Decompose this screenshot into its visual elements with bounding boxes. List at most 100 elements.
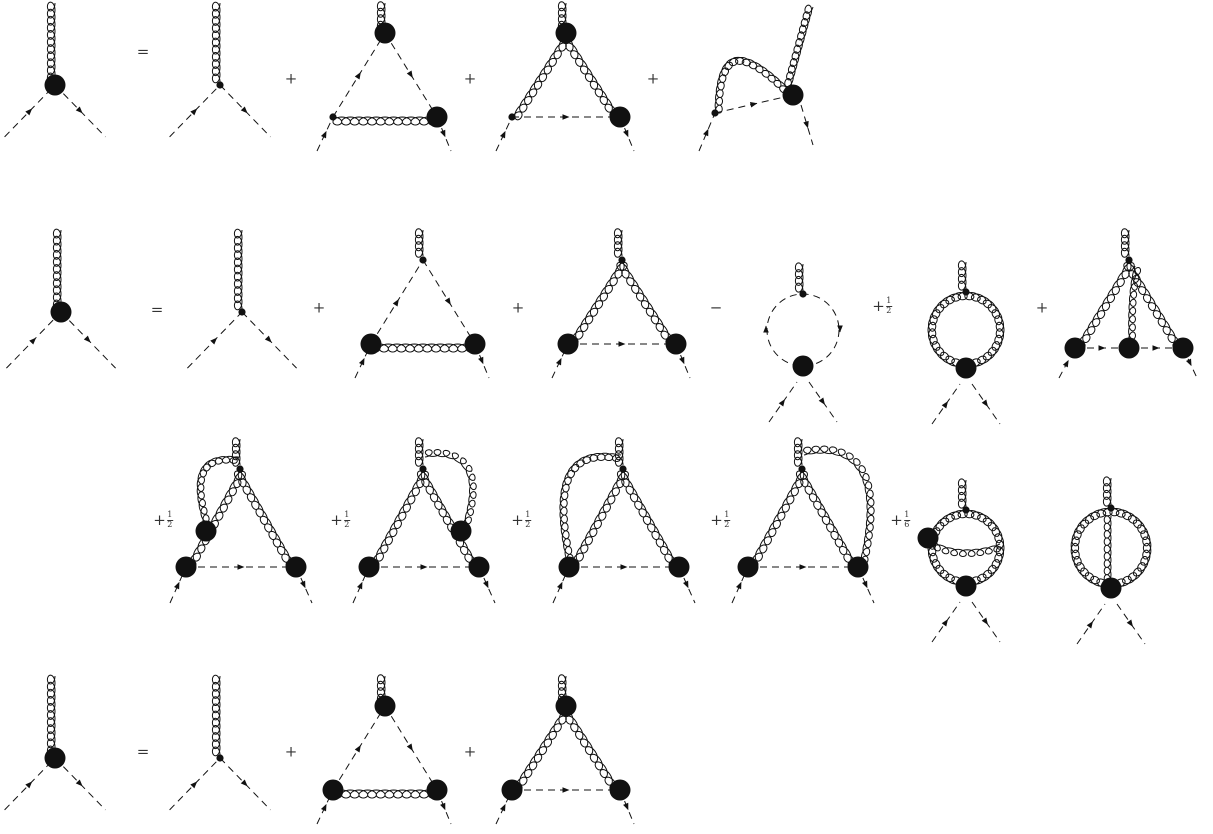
ghost-arrow <box>1153 345 1160 351</box>
coefficient: +12 <box>153 511 173 529</box>
bare-vertex-dot <box>216 754 223 761</box>
gluon-propagator <box>415 229 423 258</box>
dressed-vertex-blob <box>666 334 687 355</box>
gluon-propagator <box>617 260 676 347</box>
ghost-arrow <box>321 804 327 812</box>
ghost-arrow <box>500 131 506 139</box>
fraction-denominator: 2 <box>724 521 729 529</box>
ghost-arrow <box>623 803 628 811</box>
ghost-arrow <box>357 582 362 590</box>
gluon-propagator <box>796 469 858 570</box>
ghost-arrow <box>736 582 741 590</box>
ghost-arrow <box>563 114 570 120</box>
ghost-arrow <box>556 358 562 366</box>
plus-sign: + <box>647 72 660 87</box>
lhs-dressed-vertex <box>5 675 106 810</box>
diagram-two-gluon-triangle <box>552 229 690 378</box>
gluon-propagator <box>615 438 623 467</box>
gluon-propagator <box>1121 229 1129 258</box>
gluon-propagator <box>617 469 679 570</box>
bare-vertex-dot <box>238 308 245 315</box>
bare-vertex-dot <box>419 465 426 472</box>
bare-vertex-dot <box>798 465 805 472</box>
ghost-arrow <box>25 108 32 115</box>
gluon-propagator <box>794 438 802 467</box>
dressed-vertex-blob <box>361 334 382 355</box>
fraction: 12 <box>724 511 730 529</box>
bare-vertex-dot <box>962 288 969 295</box>
ghost-arrow <box>190 781 197 788</box>
bare-vertex-dot <box>216 81 223 88</box>
dressed-vertex-blob <box>738 557 759 578</box>
ghost-arrow <box>679 357 684 365</box>
ghost-arrow <box>819 398 825 405</box>
diagram-gluon-loop <box>928 261 1004 424</box>
gluon-propagator <box>212 675 220 756</box>
ghost-arrow <box>563 787 570 793</box>
gluon-propagator <box>333 117 437 125</box>
dressed-vertex-blob <box>451 521 472 542</box>
dressed-vertex-blob <box>559 557 580 578</box>
gluon-propagator <box>928 292 1004 368</box>
dressed-vertex-blob <box>51 302 72 323</box>
diagram-gluon-loop-with-blob <box>918 479 1004 642</box>
diagram-triangle-left-loop <box>170 438 312 603</box>
ghost-arrow <box>210 338 217 345</box>
gluon-propagator <box>232 438 240 467</box>
ghost-arrow <box>619 341 626 347</box>
ghost-arrow <box>321 131 327 139</box>
dressed-vertex-blob <box>956 576 977 597</box>
dressed-vertex-blob <box>502 780 523 801</box>
ghost-arrow <box>478 357 483 365</box>
ghost-arrow <box>421 564 428 570</box>
gluon-propagator <box>234 229 242 310</box>
sign: + <box>872 299 885 314</box>
ghost-arrow <box>393 299 399 306</box>
dressed-vertex-blob <box>556 696 577 717</box>
diagram-gluon-loop-on-leg <box>699 5 813 151</box>
diagram-triangle-right-loop <box>353 438 495 603</box>
bare-vertex-dot <box>1125 256 1132 263</box>
bare-vertex-dot <box>508 113 515 120</box>
ghost-arrow <box>355 745 361 752</box>
ghost-arrow <box>359 358 365 366</box>
dressed-vertex-blob <box>427 780 448 801</box>
gluon-propagator <box>1103 477 1111 506</box>
bare-vertex-dot <box>711 109 718 116</box>
sign: + <box>153 513 166 528</box>
dressed-vertex-blob <box>918 528 939 549</box>
coefficient: +12 <box>872 297 892 315</box>
gluon-propagator <box>958 479 966 508</box>
ghost-arrow <box>483 581 488 589</box>
dressed-vertex-blob <box>669 557 690 578</box>
bare-vertex-dot <box>236 465 243 472</box>
diagram-two-gluon-triangle <box>496 675 634 824</box>
plus-sign: + <box>285 72 298 87</box>
gluon-propagator <box>561 706 620 793</box>
ghost-arrow <box>803 121 808 129</box>
sign: + <box>330 513 343 528</box>
dressed-vertex-blob <box>1101 578 1122 599</box>
diagram-gluon-exchange-triangle <box>355 229 489 378</box>
dressed-vertex-blob <box>610 107 631 128</box>
ghost-arrow <box>982 618 988 625</box>
dressed-vertex-blob <box>1065 338 1086 359</box>
dressed-vertex-blob <box>427 107 448 128</box>
gluon-propagator <box>928 510 1004 586</box>
diagram-tree-vertex <box>170 675 271 810</box>
ghost-arrow <box>683 581 688 589</box>
lhs-dressed-vertex <box>6 229 115 368</box>
fraction-denominator: 2 <box>525 521 530 529</box>
ghost-arrow <box>500 804 506 812</box>
ghost-arrow <box>25 781 32 788</box>
dressed-vertex-blob <box>45 748 66 769</box>
bare-vertex-dot <box>799 290 806 297</box>
bare-vertex-dot <box>618 256 625 263</box>
equals-sign: = <box>137 45 150 60</box>
ghost-arrow <box>623 130 628 138</box>
dressed-vertex-blob <box>465 334 486 355</box>
